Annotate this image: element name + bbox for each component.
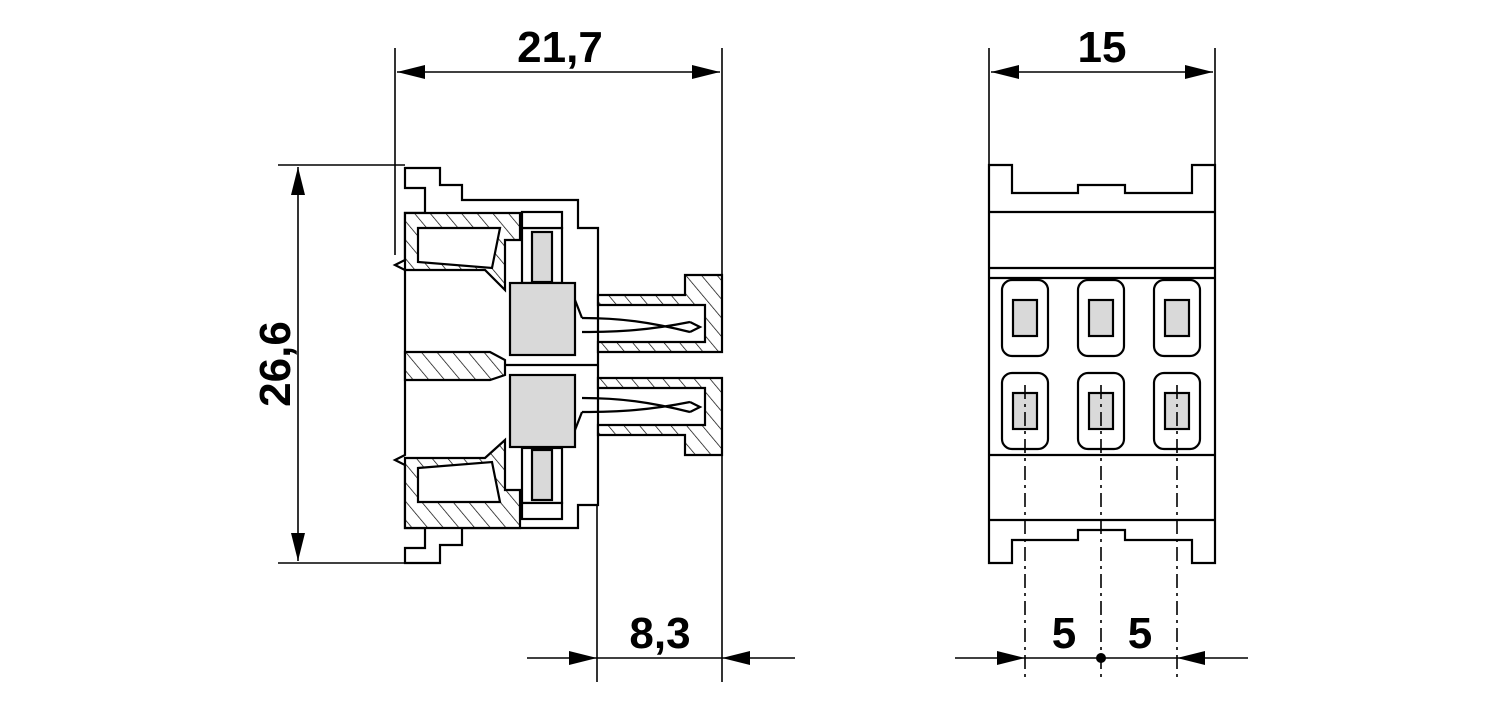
front-body: [987, 163, 1217, 565]
pin-housing-lower: [596, 376, 724, 457]
pin-housing-upper: [596, 273, 724, 354]
pitch-center-dot: [1096, 653, 1106, 663]
dim-text-side-depth: 8,3: [629, 609, 690, 658]
front-view: [955, 48, 1248, 682]
dim-text-side-height: 26,6: [251, 321, 300, 407]
opening-row-top: [1000, 278, 1202, 358]
spring-contact-lower: [581, 396, 703, 414]
spring-contact-upper: [581, 316, 703, 334]
lower-cavity: [416, 460, 502, 504]
screw-core-upper: [530, 230, 554, 284]
contact-wire-2: [573, 411, 584, 431]
opening-3-contact: [1163, 298, 1191, 338]
opening-1-contact: [1011, 298, 1039, 338]
dim-text-side-width: 21,7: [517, 23, 603, 72]
screw-head-lower: [520, 501, 564, 521]
screw-head-upper: [520, 210, 564, 230]
dim-text-front-width: 15: [1078, 23, 1127, 72]
dim-text-pitch-right: 5: [1128, 609, 1152, 658]
middle-insulator: [403, 350, 507, 382]
opening-2-contact: [1087, 298, 1115, 338]
side-view: [278, 48, 795, 682]
opening-row-bottom: [1000, 371, 1202, 451]
screw-core-lower: [530, 448, 554, 502]
contact-wire-1: [573, 299, 584, 319]
upper-cavity: [416, 226, 502, 270]
dim-text-pitch-left: 5: [1052, 609, 1076, 658]
contact-block-lower: [508, 373, 577, 449]
contact-block-upper: [508, 281, 577, 357]
